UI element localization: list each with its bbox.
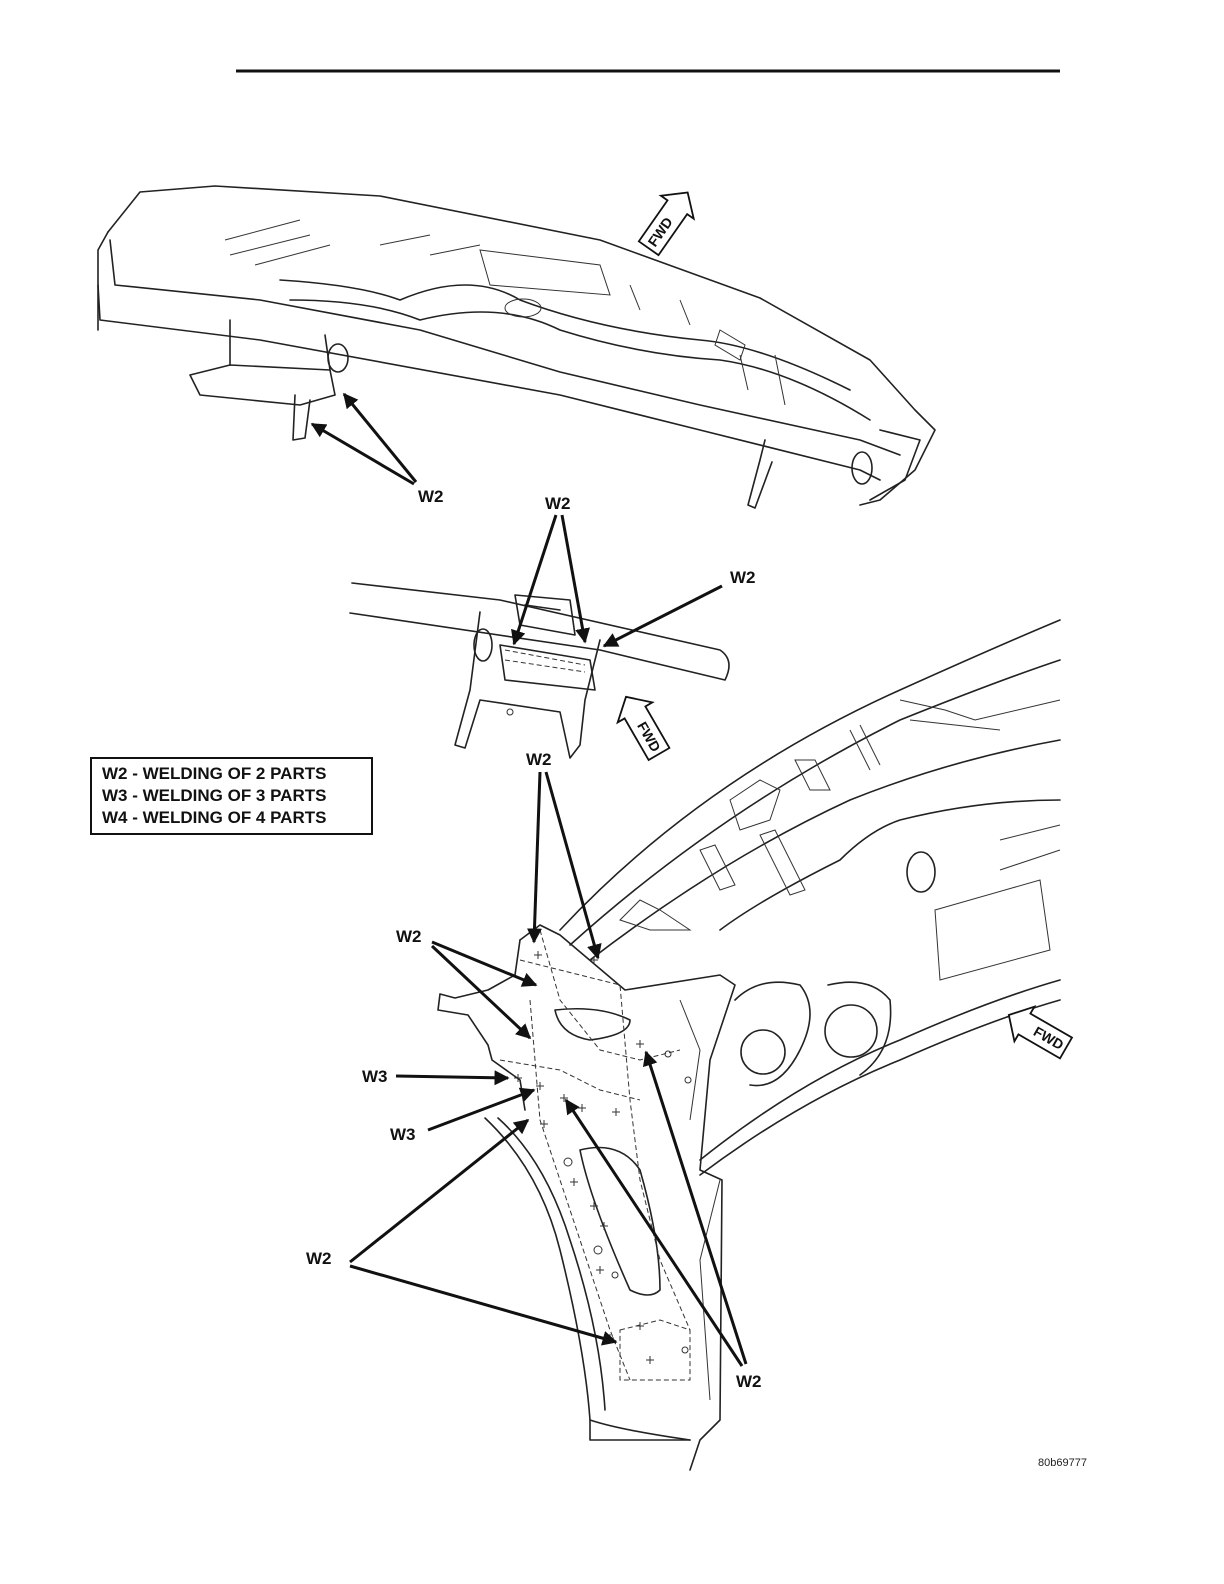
label-bottom-w2-lower-right: W2 xyxy=(736,1372,762,1391)
legend-item-w4: W4 - WELDING OF 4 PARTS xyxy=(102,807,363,829)
fwd-arrow-middle: FWD xyxy=(609,687,677,764)
label-bottom-w3-lower: W3 xyxy=(390,1125,416,1144)
label-bottom-w2-left: W2 xyxy=(396,927,422,946)
weld-legend: W2 - WELDING OF 2 PARTS W3 - WELDING OF … xyxy=(90,757,373,835)
label-bottom-w2-lower-left: W2 xyxy=(306,1249,332,1268)
crossmember-overall-view xyxy=(98,186,935,508)
pillar-junction-view xyxy=(438,620,1060,1470)
bracket-detail-view xyxy=(350,583,729,758)
fwd-arrow-bottom: FWD xyxy=(999,998,1076,1066)
legend-item-w3: W3 - WELDING OF 3 PARTS xyxy=(102,785,363,807)
label-top-w2: W2 xyxy=(418,487,444,506)
label-bottom-w2-top: W2 xyxy=(526,750,552,769)
label-mid-w2-right: W2 xyxy=(730,568,756,587)
label-mid-w2-top: W2 xyxy=(545,494,571,513)
figure-id: 80b69777 xyxy=(1038,1457,1087,1469)
label-bottom-w3-upper: W3 xyxy=(362,1067,388,1086)
legend-item-w2: W2 - WELDING OF 2 PARTS xyxy=(102,763,363,785)
fwd-arrow-top: FWD xyxy=(632,181,704,260)
